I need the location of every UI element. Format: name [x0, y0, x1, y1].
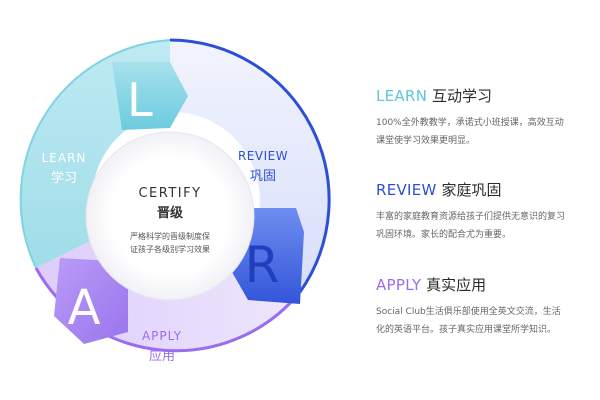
apply-panel-title-cn: 真实应用 [426, 276, 487, 294]
learn-tab [112, 62, 188, 130]
learning-cycle-diagram: L R A LEARN 学习 REVIEW 巩固 APPLY 应用 CERTIF… [19, 38, 331, 364]
certify-title-en: CERTIFY [138, 186, 201, 201]
learn-panel-desc-line2: 课堂使学习效果更明显。 [376, 136, 476, 146]
review-panel-desc-line2: 巩固环境。家长的配合尤为重要。 [376, 230, 512, 240]
apply-panel-desc-line2: 化的英语平台。孩子真实应用课堂所学知识。 [376, 325, 557, 335]
review-letter: R [245, 236, 280, 294]
learn-letter: L [127, 73, 153, 127]
learn-segment-edge [19, 39, 171, 269]
certify-desc-line2: 证孩子各级别学习效果 [130, 244, 210, 254]
apply-panel-desc-line1: Social Club生活俱乐部使用全英文交流，生活 [376, 307, 561, 317]
review-label-cn: 巩固 [250, 169, 276, 184]
apply-label-cn: 应用 [149, 348, 175, 364]
learn-label-cn: 学习 [51, 170, 77, 186]
review-panel-title-cn: 家庭巩固 [441, 181, 502, 199]
certify-desc-line1: 严格科学的晋级制度保 [130, 231, 210, 241]
review-panel-heading: REVIEW 家庭巩固 [376, 180, 586, 200]
learn-panel-heading: LEARN 互动学习 [376, 86, 586, 106]
learn-label-en: LEARN [42, 151, 87, 165]
review-panel-title-en: REVIEW [376, 181, 437, 199]
learn-panel-title-cn: 互动学习 [432, 87, 493, 105]
certify-title-cn: 晋级 [157, 205, 184, 221]
learn-panel-desc: 100%全外教教学，承诺式小班授课，高效互动 课堂使学习效果更明显。 [376, 114, 586, 150]
review-panel-desc-line1: 丰富的家庭教育资源给孩子们提供无意识的复习 [376, 212, 566, 222]
apply-panel-desc: Social Club生活俱乐部使用全英文交流，生活 化的英语平台。孩子真实应用… [376, 303, 586, 339]
apply-label-en: APPLY [142, 329, 182, 343]
learn-panel: LEARN 互动学习 100%全外教教学，承诺式小班授课，高效互动 课堂使学习效… [376, 86, 586, 150]
review-segment-edge [169, 38, 331, 293]
apply-panel-title-en: APPLY [376, 276, 422, 294]
apply-panel: APPLY 真实应用 Social Club生活俱乐部使用全英文交流，生活 化的… [376, 275, 586, 339]
learn-panel-desc-line1: 100%全外教教学，承诺式小班授课，高效互动 [376, 118, 564, 128]
learn-panel-title-en: LEARN [376, 87, 428, 105]
apply-letter: A [68, 280, 101, 336]
apply-tab [54, 258, 128, 344]
review-panel: REVIEW 家庭巩固 丰富的家庭教育资源给孩子们提供无意识的复习 巩固环境。家… [376, 180, 586, 244]
certify-center-circle [85, 131, 255, 301]
review-panel-desc: 丰富的家庭教育资源给孩子们提供无意识的复习 巩固环境。家长的配合尤为重要。 [376, 208, 586, 244]
review-label-en: REVIEW [238, 149, 288, 163]
apply-panel-heading: APPLY 真实应用 [376, 275, 586, 295]
